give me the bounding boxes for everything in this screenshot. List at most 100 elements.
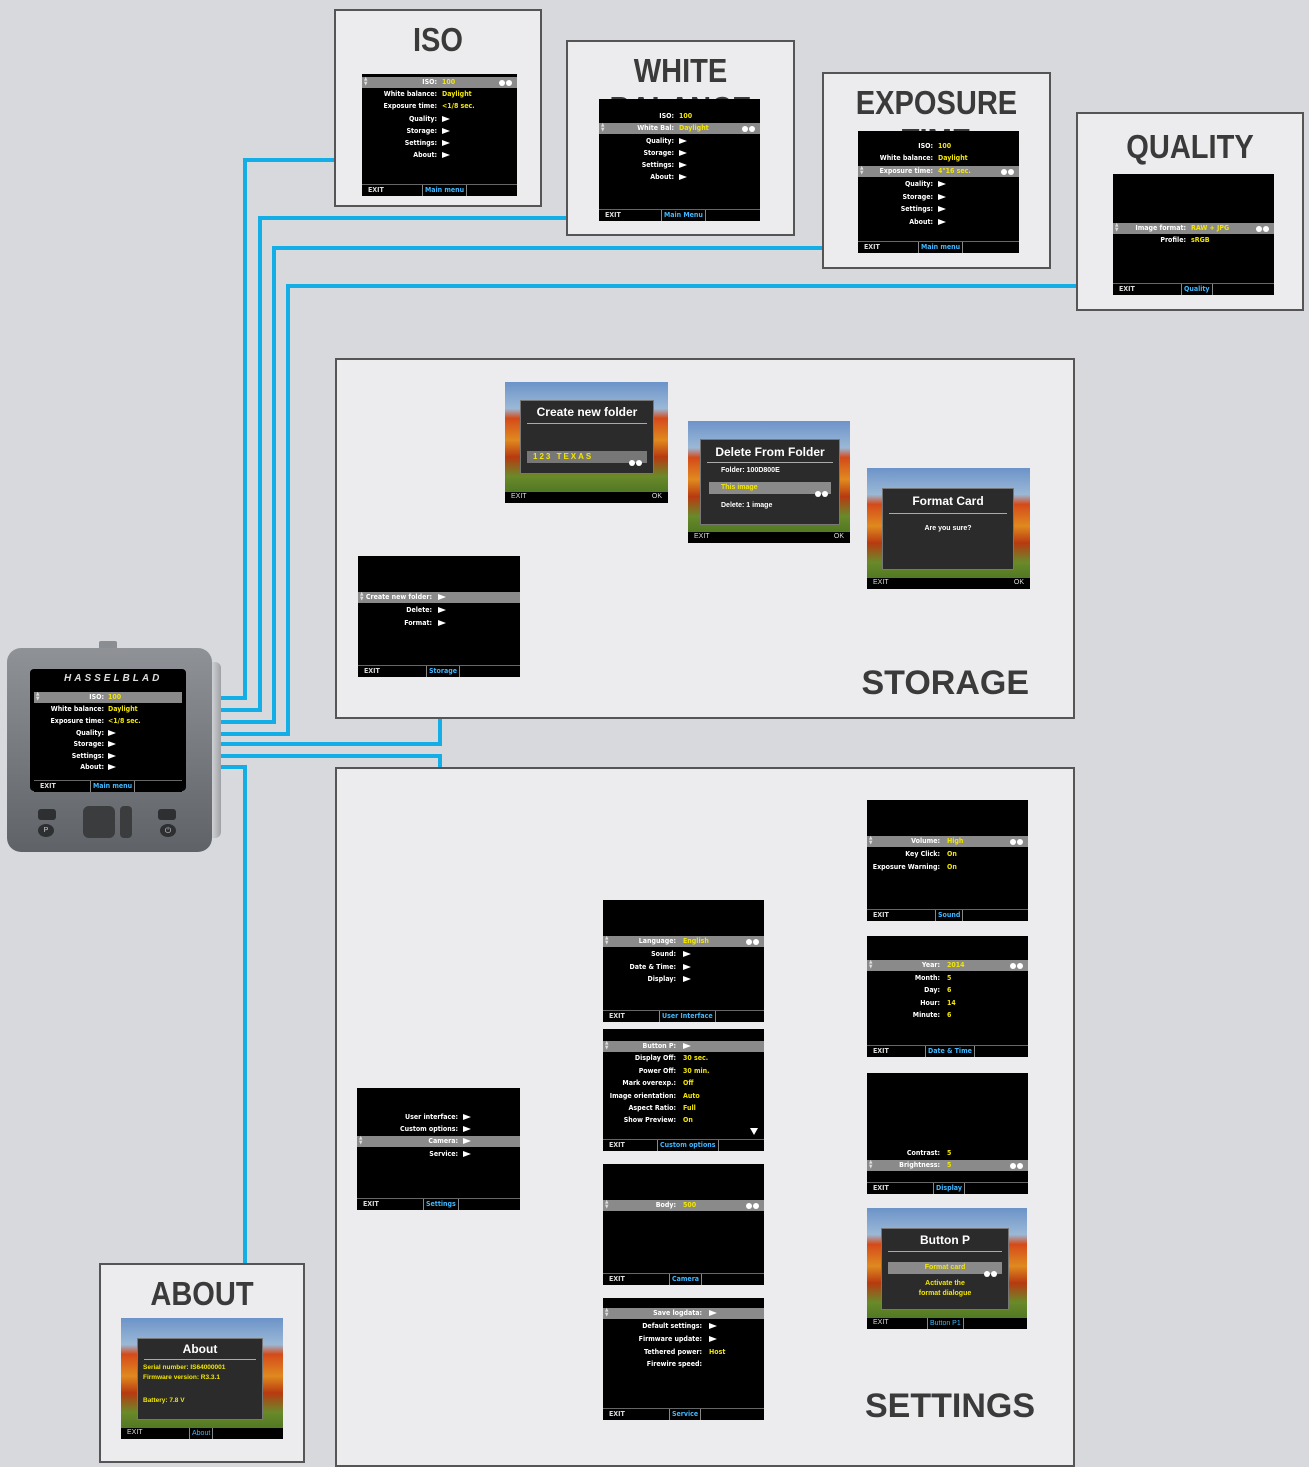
menu-row[interactable]: Quality: [858, 179, 1019, 190]
menu-row[interactable]: White balance:Daylight [858, 153, 1019, 164]
menu-row[interactable]: Settings: [34, 751, 182, 762]
menu-row[interactable]: Settings: [858, 204, 1019, 215]
ok-label[interactable]: OK [833, 533, 844, 540]
menu-row[interactable]: ▲▼Year:2014 [867, 960, 1028, 971]
menu-row[interactable]: Date & Time: [603, 962, 764, 973]
exposure-time-card: EXPOSURE TIME ISO:100 White balance:Dayl… [822, 72, 1051, 269]
exit-label[interactable]: EXIT [1119, 285, 1135, 293]
exit-label[interactable]: EXIT [511, 493, 527, 500]
menu-row[interactable]: Quality: [362, 114, 517, 125]
menu-row[interactable]: ▲▼Create new folder: [358, 592, 520, 603]
menu-row[interactable]: Storage: [858, 192, 1019, 203]
menu-row[interactable]: Tethered power:Host [603, 1347, 764, 1358]
exit-label[interactable]: EXIT [873, 1184, 889, 1192]
menu-row[interactable]: Contrast:5 [867, 1148, 1028, 1159]
menu-row[interactable]: Format: [358, 618, 520, 629]
menu-row[interactable]: ▲▼Button P: [603, 1041, 764, 1052]
menu-row[interactable]: ▲▼ISO:100 [362, 77, 517, 88]
exit-label[interactable]: EXIT [609, 1012, 625, 1020]
menu-row[interactable]: Exposure Warning:On [867, 862, 1028, 873]
menu-row[interactable]: Storage: [599, 148, 760, 159]
camera-dpad[interactable] [83, 806, 115, 838]
exit-label[interactable]: EXIT [363, 1200, 379, 1208]
menu-row[interactable]: About: [362, 150, 517, 161]
exit-label[interactable]: EXIT [609, 1410, 625, 1418]
menu-row[interactable]: User interface: [357, 1112, 520, 1123]
menu-row[interactable]: Default settings: [603, 1321, 764, 1332]
exit-label[interactable]: EXIT [364, 667, 380, 675]
menu-row[interactable]: About: [34, 762, 182, 773]
exit-label[interactable]: EXIT [609, 1141, 625, 1149]
menu-row[interactable]: Exposure time:<1/8 sec. [34, 716, 182, 727]
menu-row-value [709, 1334, 717, 1345]
exit-label[interactable]: EXIT [40, 782, 56, 790]
menu-row[interactable]: Exposure time:<1/8 sec. [362, 101, 517, 112]
menu-row[interactable]: Settings: [599, 160, 760, 171]
camera-power-icon[interactable]: ⏻ [160, 824, 176, 837]
menu-row[interactable]: Mark overexp.:Off [603, 1078, 764, 1089]
menu-row[interactable]: Minute:6 [867, 1010, 1028, 1021]
menu-row[interactable]: ▲▼Language:English [603, 936, 764, 947]
menu-row[interactable]: Custom options: [357, 1124, 520, 1135]
menu-row[interactable]: Month:5 [867, 973, 1028, 984]
menu-row[interactable]: Service: [357, 1149, 520, 1160]
exit-label[interactable]: EXIT [873, 579, 889, 586]
menu-row[interactable]: Power Off:30 min. [603, 1066, 764, 1077]
camera-play-button[interactable] [158, 809, 176, 820]
ok-label[interactable]: OK [1013, 579, 1024, 586]
menu-row[interactable]: Display Off:30 sec. [603, 1053, 764, 1064]
menu-row[interactable]: ▲▼Body:500 [603, 1200, 764, 1211]
menu-row[interactable]: ISO:100 [599, 111, 760, 122]
menu-row[interactable]: ISO:100 [858, 141, 1019, 152]
menu-row[interactable]: Aspect Ratio:Full [603, 1103, 764, 1114]
menu-row[interactable]: Display: [603, 974, 764, 985]
menu-row[interactable]: Image orientation:Auto [603, 1091, 764, 1102]
ok-label[interactable]: OK [651, 493, 662, 500]
menu-row[interactable]: ▲▼ISO:100 [34, 692, 182, 703]
up-down-icon: ▲▼ [359, 1135, 363, 1146]
menu-row[interactable]: Show Preview:On [603, 1115, 764, 1126]
menu-row[interactable]: Quality: [34, 728, 182, 739]
exit-label[interactable]: EXIT [605, 211, 621, 219]
menu-row[interactable]: Delete: [358, 605, 520, 616]
menu-row[interactable]: ▲▼Brightness:5 [867, 1160, 1028, 1171]
menu-row[interactable]: Storage: [362, 126, 517, 137]
exit-label[interactable]: EXIT [873, 1047, 889, 1055]
menu-row-value: 5 [947, 1161, 952, 1169]
menu-row[interactable]: White balance:Daylight [34, 704, 182, 715]
menu-row[interactable]: White balance:Daylight [362, 89, 517, 100]
menu-row[interactable]: About: [858, 217, 1019, 228]
menu-row[interactable]: ▲▼White Bal:Daylight [599, 123, 760, 134]
menu-row[interactable]: About: [599, 172, 760, 183]
exit-label[interactable]: EXIT [127, 1429, 143, 1436]
menu-row[interactable]: Storage: [34, 739, 182, 750]
exit-label[interactable]: EXIT [873, 911, 889, 919]
exit-label[interactable]: EXIT [368, 186, 384, 194]
menu-row[interactable]: Day:6 [867, 985, 1028, 996]
menu-row[interactable]: ▲▼Image format:RAW + JPG [1113, 223, 1274, 234]
plus-minus-icon [1009, 962, 1024, 969]
menu-row[interactable]: Sound: [603, 949, 764, 960]
about-card-title: ABOUT [150, 1275, 254, 1312]
camera-scroll-wheel[interactable] [120, 806, 132, 838]
camera-p-button-icon[interactable]: P [38, 824, 54, 837]
menu-row[interactable]: Key Click:On [867, 849, 1028, 860]
menu-row[interactable]: Quality: [599, 136, 760, 147]
menu-row[interactable]: Firewire speed: [603, 1359, 764, 1370]
menu-row[interactable]: ▲▼Camera: [357, 1136, 520, 1147]
menu-row[interactable]: Profile:sRGB [1113, 235, 1274, 246]
camera-menu-button[interactable] [38, 809, 56, 820]
camera-top-button[interactable] [99, 641, 117, 650]
menu-row[interactable]: ▲▼Volume:High [867, 836, 1028, 847]
menu-row[interactable]: ▲▼Exposure time:4"16 sec. [858, 166, 1019, 177]
exit-label[interactable]: EXIT [694, 533, 710, 540]
menu-row[interactable]: ▲▼Save logdata: [603, 1308, 764, 1319]
exit-label[interactable]: EXIT [864, 243, 880, 251]
menu-row-value: Auto [683, 1092, 700, 1100]
exit-label[interactable]: EXIT [609, 1275, 625, 1283]
menu-row[interactable]: Firmware update: [603, 1334, 764, 1345]
exit-label[interactable]: EXIT [873, 1319, 889, 1326]
menu-row[interactable]: Settings: [362, 138, 517, 149]
menu-row-value: 30 min. [683, 1067, 710, 1075]
menu-row[interactable]: Hour:14 [867, 998, 1028, 1009]
